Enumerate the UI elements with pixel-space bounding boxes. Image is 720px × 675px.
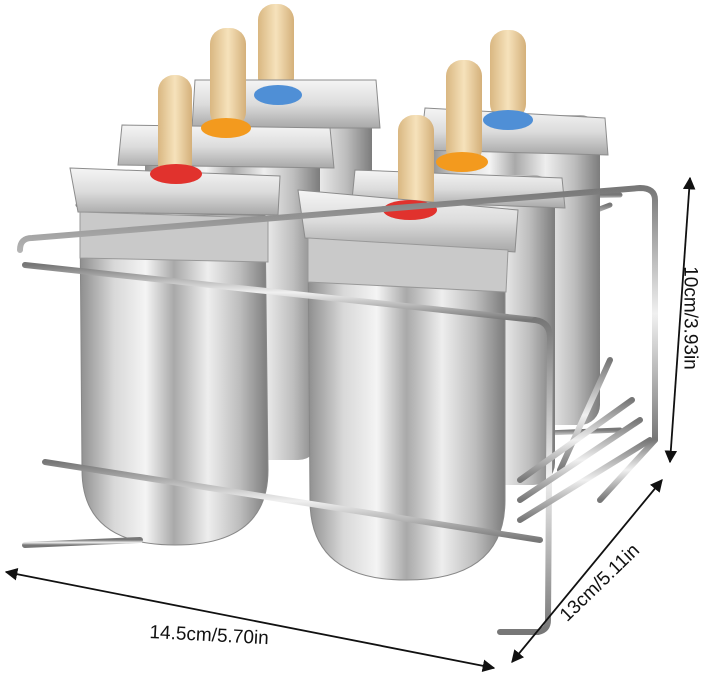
- ring-orange-icon: [436, 152, 488, 172]
- depth-arrow-icon: [511, 479, 663, 663]
- ring-blue-icon: [483, 110, 533, 130]
- ring-orange-icon: [201, 118, 251, 138]
- mold-front-left: [69, 75, 281, 546]
- height-arrow-icon: [664, 176, 696, 464]
- dimension-lines: [4, 176, 696, 672]
- ring-red-icon: [150, 164, 202, 184]
- mold-front-right: [297, 115, 519, 581]
- rack-front: [17, 185, 658, 635]
- width-arrow-icon: [4, 568, 496, 672]
- height-dimension-label: 10cm/3.93in: [679, 266, 701, 370]
- ring-blue-icon: [254, 85, 302, 105]
